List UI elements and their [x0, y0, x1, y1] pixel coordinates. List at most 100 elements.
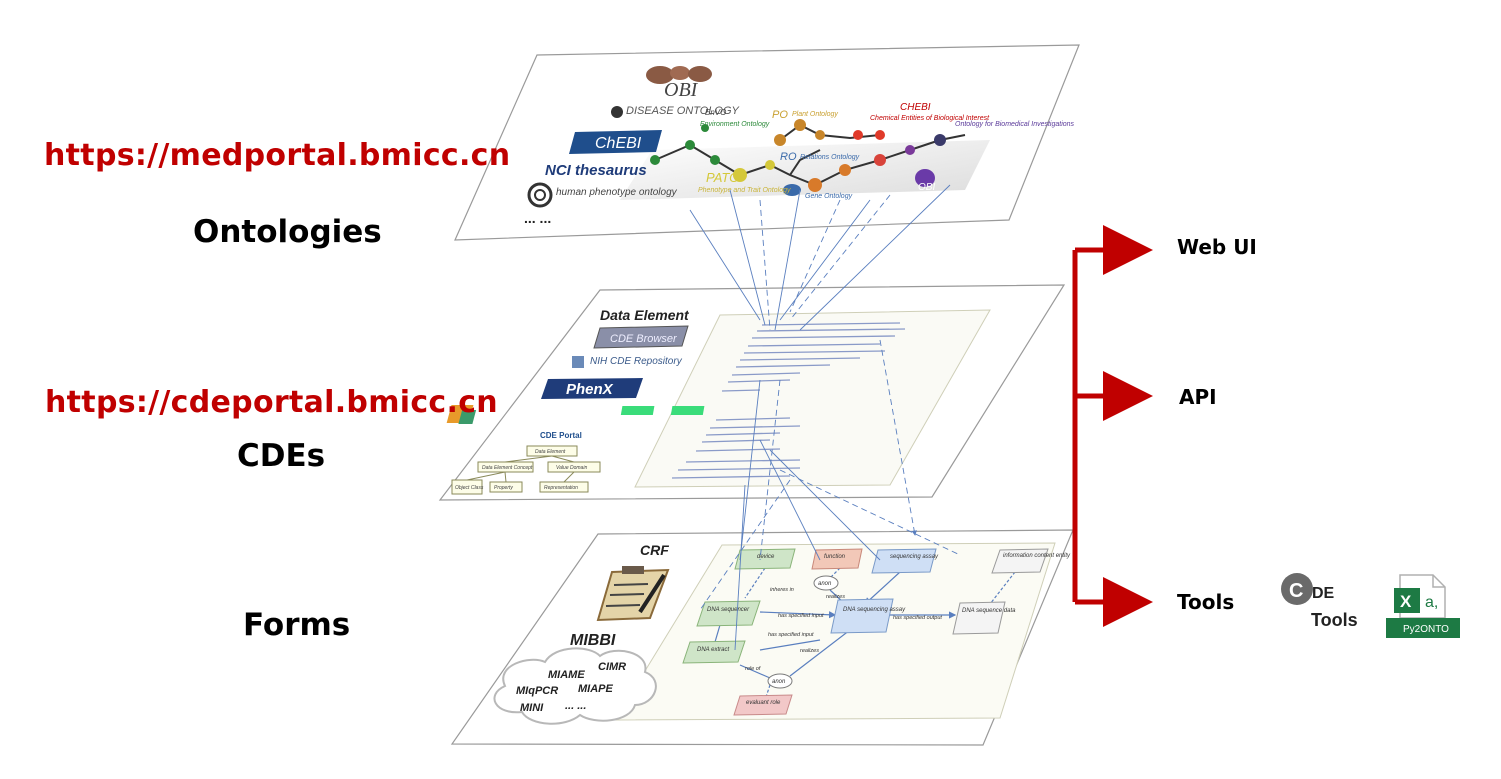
- node-anon-2: anon: [772, 679, 786, 685]
- medportal-url[interactable]: https://medportal.bmicc.cn: [44, 138, 511, 173]
- model-dec: Data Element Concept: [482, 465, 533, 471]
- cloud-miame: MIAME: [548, 669, 585, 681]
- chebi-logo: ChEBI: [569, 130, 662, 154]
- phenx-logo: PhenX: [541, 378, 643, 399]
- api-label: API: [1179, 385, 1217, 409]
- model-oc: Object Class: [455, 485, 484, 491]
- cde-browser-text: CDE Browser: [610, 333, 678, 345]
- crf-title: CRF: [640, 542, 669, 558]
- edge-realizes-1: realizes: [826, 594, 845, 600]
- edge-role-of: role of: [745, 666, 761, 672]
- nci-thesaurus-logo: NCI thesaurus: [545, 162, 647, 179]
- cde-browser-logo: CDE Browser: [593, 325, 689, 349]
- model-root: Data Element: [535, 449, 566, 455]
- cde-tools-de: DE: [1312, 585, 1335, 602]
- crf-graph-edge-labels: inheres in realizes has specified input …: [745, 587, 942, 672]
- cdes-label: CDEs: [237, 438, 326, 474]
- pato-logo-text: PATO: [706, 170, 739, 185]
- go-label: Gene Ontology: [805, 193, 853, 200]
- cdeportal-url[interactable]: https://cdeportal.bmicc.cn: [45, 385, 498, 420]
- cde-green-tag-2: [670, 406, 705, 415]
- obi-logo-text: OBI: [664, 79, 699, 101]
- edge-has-output: has specified output: [893, 615, 942, 621]
- cloud-miape: MIAPE: [578, 683, 614, 695]
- obi-full-label: Ontology for Biomedical Investigations: [955, 121, 1075, 128]
- ro-label: Relations Ontology: [800, 154, 860, 161]
- cde-document-lines: [671, 322, 906, 479]
- node-function: function: [824, 554, 846, 560]
- mibbi-label: MIBBI: [570, 632, 616, 649]
- node-dna-seq-data: DNA sequence data: [962, 608, 1016, 614]
- edge-realizes-2: realizes: [800, 648, 819, 654]
- crf-graph-nodes: [682, 548, 1049, 716]
- mapping-lines: [689, 184, 961, 651]
- model-prop: Property: [494, 485, 513, 491]
- ontology-more-text: ... ...: [524, 210, 551, 226]
- cde-tools-c: C: [1289, 580, 1303, 602]
- cde-tools-logo: C DE Tools: [1281, 573, 1358, 630]
- hpo-logo: human phenotype ontology ... ...: [524, 182, 678, 226]
- envo-logo-text: EnVO: [705, 108, 726, 117]
- ontology-graph-labels: EnVO Environment Ontology PO Plant Ontol…: [698, 102, 1075, 200]
- model-vd: Value Domain: [556, 465, 587, 471]
- chebi-full-label: Chemical Entities of Biological Interest: [870, 115, 990, 122]
- cde-green-tag-1: [620, 406, 655, 415]
- py2onto-text: Py2ONTO: [1403, 624, 1449, 635]
- cde-layer: Data Element CDE Browser NIH CDE Reposit…: [438, 284, 1066, 501]
- nci-text: NCI thesaurus: [545, 162, 647, 179]
- cloud-cimr: CIMR: [598, 661, 626, 673]
- web-ui-label: Web UI: [1177, 235, 1257, 259]
- pato-label: Phenotype and Trait Ontology: [698, 187, 791, 194]
- disease-ontology-logo: DISEASE ONTOLOGY: [611, 105, 740, 118]
- crf-graph-node-labels: device function sequencing assay informa…: [697, 553, 1071, 706]
- mibbi-cloud: MIAME CIMR MIqPCR MIAPE MINI ... ...: [493, 647, 657, 725]
- obi-graph-label: OBI: [918, 182, 935, 193]
- phenx-text: PhenX: [566, 381, 614, 398]
- cde-model-tree: [451, 445, 601, 495]
- forms-label: Forms: [243, 607, 351, 643]
- output-bracket: [1072, 225, 1153, 627]
- excel-x: X: [1400, 592, 1412, 611]
- envo-label: Environment Ontology: [700, 121, 770, 128]
- cloud-more: ... ...: [565, 700, 586, 712]
- chebi-graph-label: CHEBI: [900, 102, 931, 113]
- cloud-mini: MINI: [520, 702, 544, 714]
- edge-inheres-in: inheres in: [770, 587, 794, 593]
- py2onto-logo: X a, Py2ONTO: [1386, 574, 1460, 638]
- chebi-logo-text: ChEBI: [595, 135, 642, 152]
- node-evaluant-role: evaluant role: [746, 700, 781, 706]
- po-logo-text: PO: [772, 109, 788, 121]
- cloud-miqpcr: MIqPCR: [516, 685, 558, 697]
- obi-logo: OBI: [646, 66, 712, 101]
- ro-logo-text: RO: [780, 151, 797, 163]
- cde-model-labels: Data Element Data Element Concept Value …: [455, 449, 587, 491]
- ontology-layer: OBI DISEASE ONTOLOGY ChEBI NCI thesaurus…: [454, 44, 1080, 241]
- cde-portal-logo: CDE Portal: [446, 405, 582, 440]
- nih-cde-logo: NIH CDE Repository: [572, 356, 683, 368]
- ontologies-label: Ontologies: [193, 214, 382, 250]
- edge-has-input-2: has specified input: [768, 632, 814, 638]
- disease-ontology-text: DISEASE ONTOLOGY: [626, 105, 740, 117]
- data-element-title: Data Element: [600, 307, 690, 323]
- ontology-graph-nodes: [650, 119, 946, 196]
- node-sequencing-assay: sequencing assay: [890, 554, 939, 560]
- node-dna-seq-assay: DNA sequencing assay: [843, 607, 906, 613]
- node-device: device: [757, 554, 775, 560]
- hpo-text: human phenotype ontology: [556, 187, 678, 198]
- node-dna-sequencer: DNA sequencer: [707, 607, 750, 613]
- node-dna-extract: DNA extract: [697, 647, 729, 653]
- model-rep: Representation: [544, 485, 578, 491]
- edge-has-input-1: has specified input: [778, 613, 824, 619]
- crf-graph-edges: [714, 567, 1016, 701]
- clipboard-icon: [596, 566, 670, 622]
- cde-tools-label: Tools: [1311, 610, 1358, 630]
- node-ice: information content entity: [1003, 553, 1071, 559]
- tools-label: Tools: [1177, 590, 1235, 614]
- cde-portal-text: CDE Portal: [540, 431, 582, 440]
- nih-cde-text: NIH CDE Repository: [590, 356, 683, 367]
- po-label: Plant Ontology: [792, 111, 838, 118]
- node-anon-1: anon: [818, 581, 832, 587]
- forms-layer: CRF MIBBI MIAME CIMR MIqPCR MIAPE MINI .…: [450, 529, 1074, 746]
- excel-a: a,: [1425, 594, 1438, 611]
